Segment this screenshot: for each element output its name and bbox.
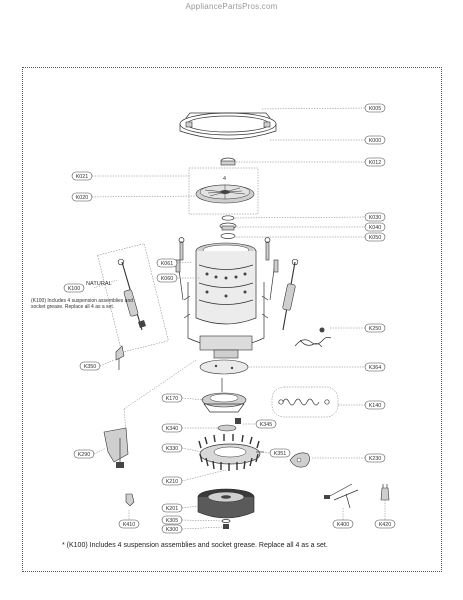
svg-text:K140: K140 <box>369 403 382 409</box>
svg-text:K300: K300 <box>166 527 179 533</box>
natural-label: NATURAL <box>86 281 112 287</box>
svg-text:K060: K060 <box>161 276 174 282</box>
svg-text:K050: K050 <box>369 235 382 241</box>
callout-k201[interactable]: K201 <box>161 503 183 513</box>
rotor[interactable] <box>197 488 255 519</box>
callout-k100[interactable]: K100 <box>63 283 85 293</box>
drain-bracket[interactable] <box>103 427 129 468</box>
callout-k050[interactable]: K050 <box>364 232 386 242</box>
svg-text:K345: K345 <box>260 422 273 428</box>
svg-text:K170: K170 <box>166 396 179 402</box>
motor-plate[interactable] <box>199 359 249 375</box>
suspension-box <box>97 243 169 353</box>
callout-k340[interactable]: K340 <box>161 423 183 433</box>
svg-text:4: 4 <box>223 176 226 182</box>
callout-k000[interactable]: K000 <box>364 135 386 145</box>
callout-k230[interactable]: K230 <box>364 453 386 463</box>
drain-spring[interactable] <box>278 398 330 406</box>
callout-k210[interactable]: K210 <box>161 476 183 486</box>
callout-k005[interactable]: K005 <box>364 103 386 113</box>
svg-text:K210: K210 <box>166 479 179 485</box>
callout-k250[interactable]: K250 <box>364 323 386 333</box>
svg-text:K290: K290 <box>78 452 91 458</box>
diagram-frame <box>22 67 442 572</box>
callout-k060[interactable]: K060 <box>156 273 178 283</box>
callout-k400[interactable]: K400 <box>332 519 354 529</box>
callout-k420[interactable]: K420 <box>374 519 396 529</box>
bearing-housing[interactable] <box>201 378 247 413</box>
k100-note: (K100) Includes 4 suspension assemblies … <box>31 298 134 311</box>
callout-k305[interactable]: K305 <box>161 515 183 525</box>
callout-k170[interactable]: K170 <box>161 393 183 403</box>
callout-k364[interactable]: K364 <box>364 362 386 372</box>
callout-k012[interactable]: K012 <box>364 157 386 167</box>
svg-text:K340: K340 <box>166 426 179 432</box>
callout-k061[interactable]: K061 <box>156 258 178 268</box>
svg-text:K020: K020 <box>76 195 89 201</box>
svg-text:K100: K100 <box>68 286 81 292</box>
svg-text:K061: K061 <box>161 261 174 267</box>
callout-k020[interactable]: K020 <box>71 192 93 202</box>
suspension-assembly[interactable] <box>117 258 146 331</box>
clutch-parts[interactable] <box>217 418 241 432</box>
svg-text:K420: K420 <box>379 522 392 528</box>
svg-text:K330: K330 <box>166 446 179 452</box>
svg-text:K012: K012 <box>369 160 382 166</box>
svg-text:K250: K250 <box>369 326 382 332</box>
footnote: * (K100) Includes 4 suspension assemblie… <box>62 542 328 549</box>
callout-k021[interactable]: K021 <box>71 171 93 181</box>
balance-ring[interactable] <box>179 112 277 140</box>
wash-tub[interactable] <box>183 242 269 359</box>
lever[interactable] <box>324 483 359 509</box>
svg-text:K005: K005 <box>369 106 382 112</box>
small-clip[interactable] <box>125 493 135 507</box>
pulsator-group-box <box>188 167 259 215</box>
wire-harness[interactable] <box>294 327 332 348</box>
callout-k140[interactable]: K140 <box>364 400 386 410</box>
stator[interactable] <box>198 434 261 471</box>
callout-k040[interactable]: K040 <box>364 222 386 232</box>
washer-stack[interactable] <box>219 215 237 239</box>
svg-text:K030: K030 <box>369 215 382 221</box>
right-suspension[interactable] <box>282 258 299 331</box>
svg-text:K230: K230 <box>369 456 382 462</box>
small-bracket[interactable] <box>115 345 125 370</box>
svg-text:K350: K350 <box>84 364 97 370</box>
pulsator[interactable]: 4 <box>195 176 255 204</box>
svg-text:K351: K351 <box>274 451 287 457</box>
callout-k290[interactable]: K290 <box>73 449 95 459</box>
callout-k345[interactable]: K345 <box>255 419 277 429</box>
svg-text:K201: K201 <box>166 506 179 512</box>
pump-part[interactable] <box>289 452 310 468</box>
svg-text:K364: K364 <box>369 365 382 371</box>
callout-k410[interactable]: K410 <box>118 519 140 529</box>
svg-text:K000: K000 <box>369 138 382 144</box>
hub-nut[interactable] <box>220 157 236 166</box>
callout-k350[interactable]: K350 <box>79 361 101 371</box>
callout-k330[interactable]: K330 <box>161 443 183 453</box>
svg-text:K410: K410 <box>123 522 136 528</box>
svg-text:K040: K040 <box>369 225 382 231</box>
svg-text:K021: K021 <box>76 174 89 180</box>
tub-bolts[interactable] <box>178 237 271 261</box>
site-watermark: AppliancePartsPros.com <box>185 2 278 11</box>
drain-box <box>271 386 339 418</box>
callout-k351[interactable]: K351 <box>269 448 291 458</box>
callout-k300[interactable]: K300 <box>161 524 183 534</box>
callout-k030[interactable]: K030 <box>364 212 386 222</box>
rotor-bolt[interactable] <box>221 519 231 530</box>
clip-connector[interactable] <box>380 484 390 501</box>
leader-lines <box>91 107 386 530</box>
svg-text:K400: K400 <box>337 522 350 528</box>
svg-text:K305: K305 <box>166 518 179 524</box>
